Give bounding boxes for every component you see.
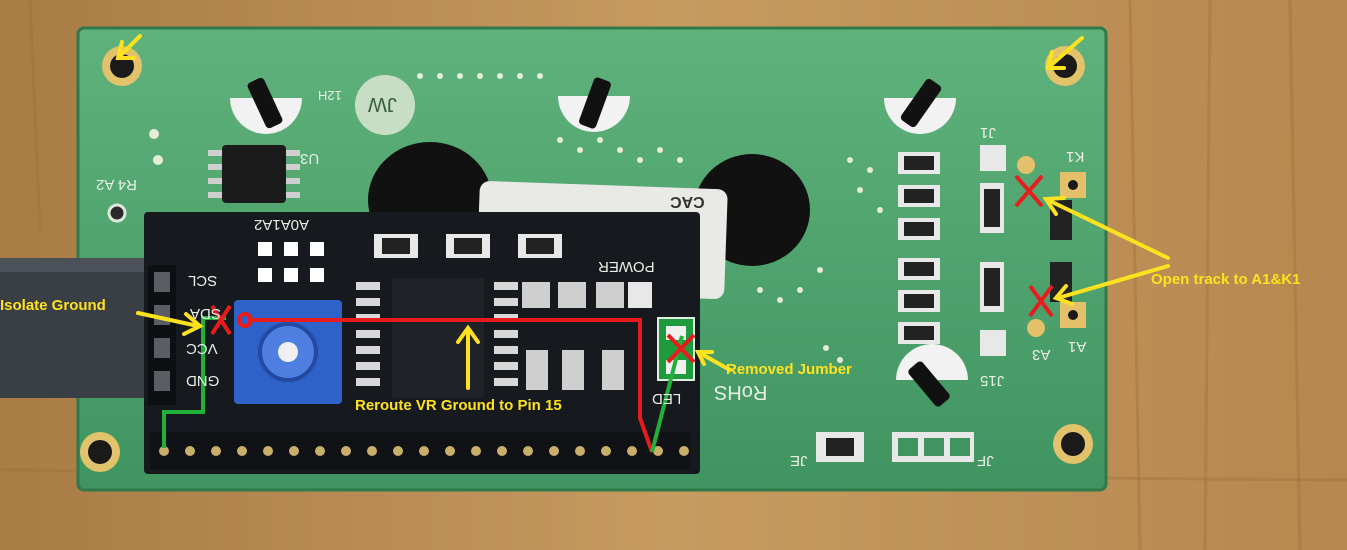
silk-sda: SDA xyxy=(190,305,221,322)
silk-vcc: VCC xyxy=(186,340,218,357)
silk-je: JE xyxy=(790,452,808,469)
cable-shade xyxy=(0,258,150,272)
silk-rohs: RoHS xyxy=(714,381,768,403)
red-x-marks xyxy=(210,174,1054,364)
chip-u3 xyxy=(222,145,286,203)
silk-12h: 12H xyxy=(318,88,342,103)
pcf8574-chip xyxy=(392,278,484,398)
silk-jf: JF xyxy=(977,452,994,469)
annotation-isolate-ground: Isolate Ground xyxy=(0,297,106,314)
silk-a0a1a2: A0A1A2 xyxy=(254,216,310,233)
address-pads xyxy=(258,242,324,282)
yellow-arrows xyxy=(115,34,1170,390)
silk-r4a2: R4 A2 xyxy=(96,176,137,193)
metal-tabs xyxy=(230,77,968,407)
sticker-label: CAC xyxy=(670,193,705,210)
silk-logo: JW xyxy=(368,93,397,115)
silk-scl: SCL xyxy=(188,272,218,289)
silk-a1: A1 xyxy=(1068,338,1087,355)
i2c-header xyxy=(148,265,176,405)
silk-led: LED xyxy=(652,390,682,407)
silk-k1: K1 xyxy=(1066,148,1085,165)
potentiometer-center xyxy=(278,342,298,362)
annotation-reroute: Reroute VR Ground to Pin 15 xyxy=(355,397,562,414)
module-smd-components xyxy=(374,234,652,390)
header-pins xyxy=(150,432,690,470)
resistor-array xyxy=(898,145,1072,356)
red-reroute-wire xyxy=(237,312,654,453)
silk-j15: J15 xyxy=(980,372,1005,389)
silk-u3: U3 xyxy=(300,150,320,167)
silk-a3: A3 xyxy=(1032,346,1051,363)
silk-j1: J1 xyxy=(980,124,996,141)
annotation-open-track: Open track to A1&K1 xyxy=(1151,271,1301,288)
silk-power: POWER xyxy=(598,258,655,275)
led-pads xyxy=(1017,156,1086,337)
vias xyxy=(149,73,883,363)
silk-gnd: GND xyxy=(186,372,220,389)
je-jf-pads xyxy=(816,432,974,462)
logo-circle xyxy=(355,75,415,135)
annotation-removed-jumper: Removed Jumber xyxy=(726,361,852,378)
chip-u3-pins xyxy=(208,150,300,198)
ribbon-cable xyxy=(0,258,150,398)
